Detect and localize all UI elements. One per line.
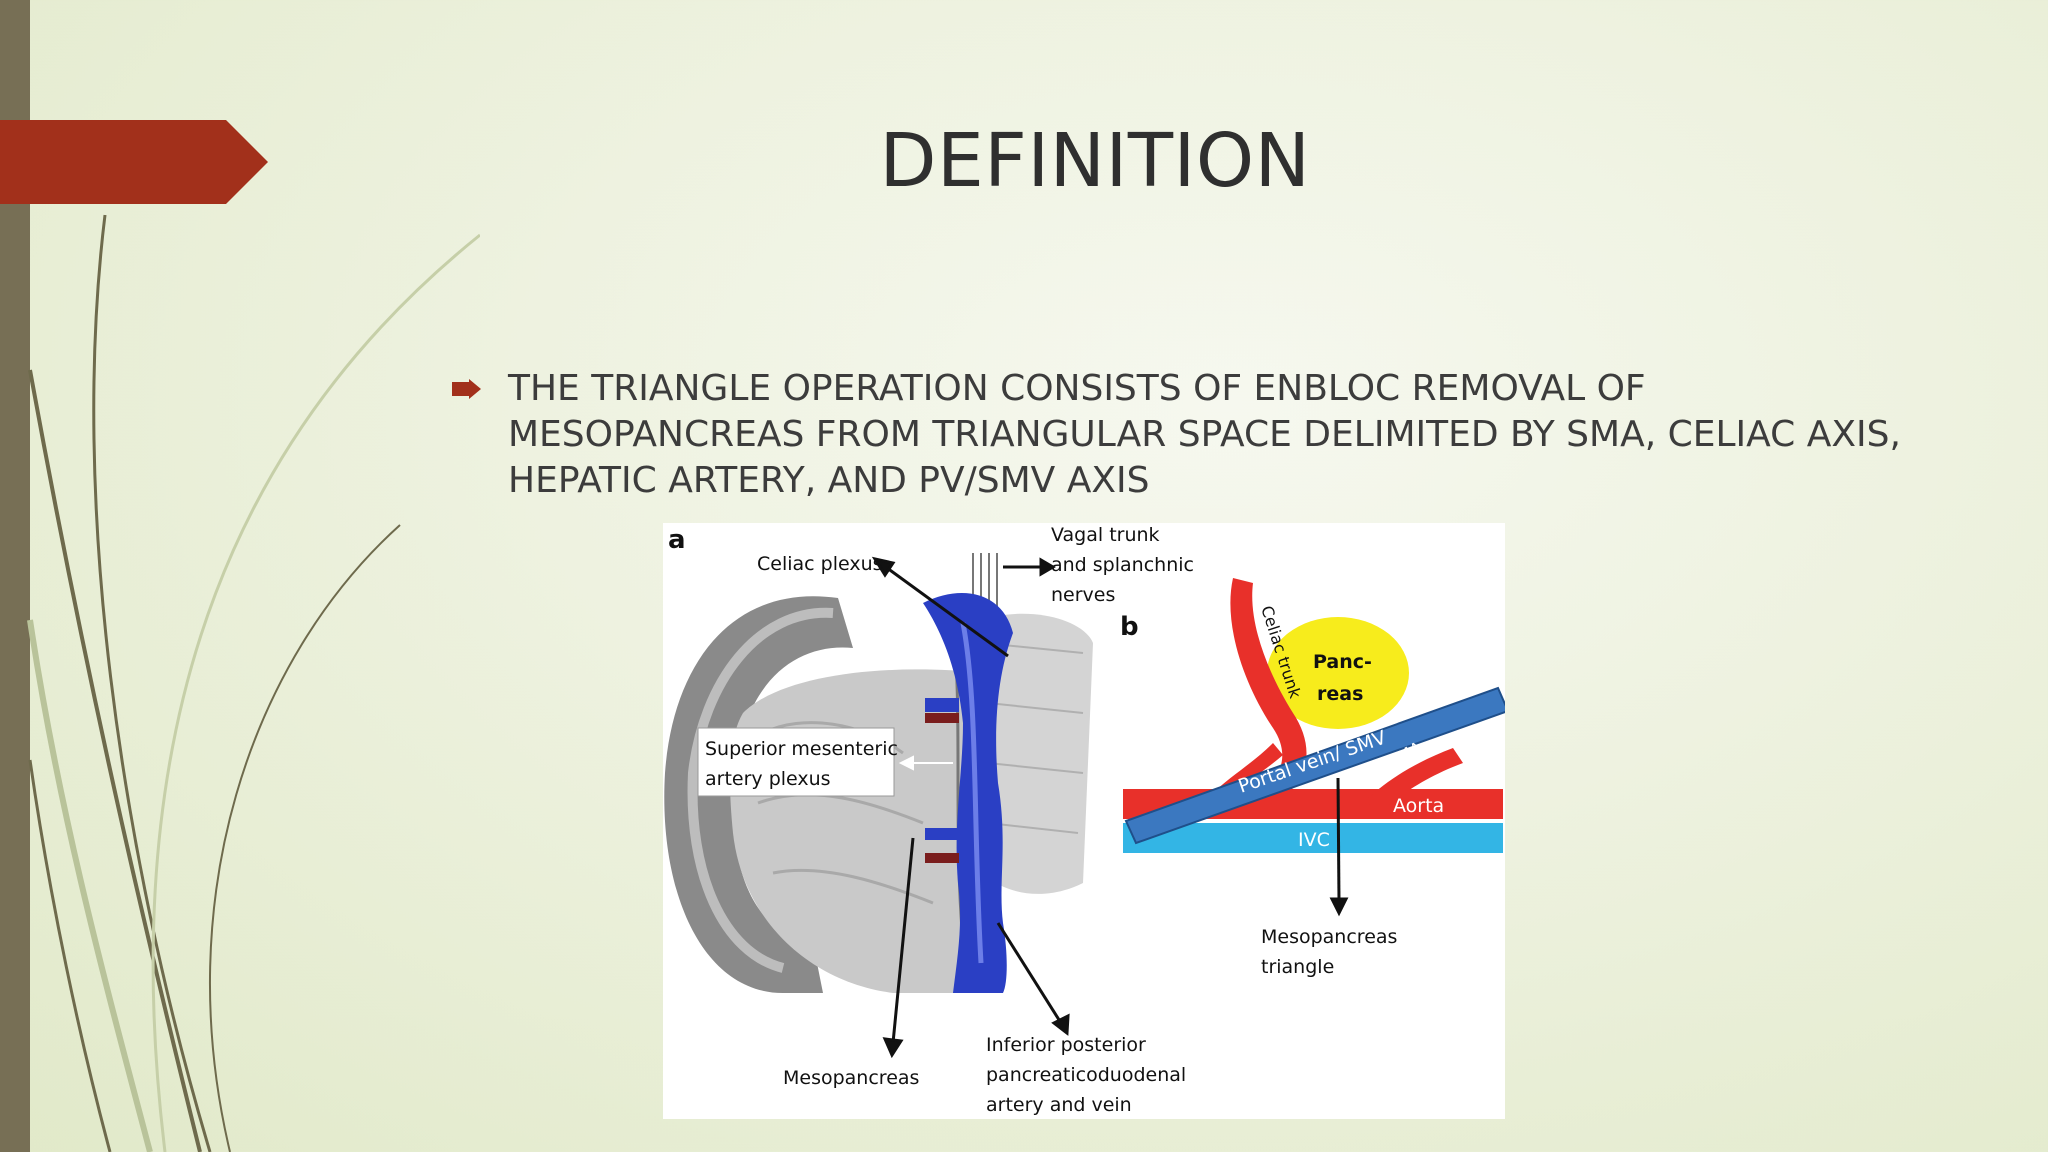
label-sma-plexus-1: Superior mesenteric: [705, 738, 898, 760]
decorative-curves: [27, 214, 480, 1152]
label-triangle-1: Mesopancreas: [1261, 926, 1397, 948]
label-ipd-1: Inferior posterior: [986, 1034, 1146, 1056]
panel-a-drawing: [664, 553, 1093, 1059]
sma-branch: [1363, 748, 1463, 808]
title-arrow-tag: [0, 120, 268, 204]
label-vagal-3: nerves: [1051, 584, 1115, 606]
anatomy-figure: a Celiac plexus Vagal trunk and splanchn…: [663, 523, 1505, 1119]
celiac-trunk: [1230, 578, 1307, 801]
label-ivc: IVC: [1298, 829, 1330, 851]
label-aorta: Aorta: [1393, 795, 1444, 817]
label-celiac-plexus: Celiac plexus: [757, 553, 883, 575]
label-vagal-2: and splanchnic: [1051, 554, 1194, 576]
bullet-text: THE TRIANGLE OPERATION CONSISTS OF ENBLO…: [508, 368, 1901, 501]
bullet-arrow-icon: [452, 379, 481, 399]
label-ipd-2: pancreaticoduodenal: [986, 1064, 1186, 1086]
label-ipd-3: artery and vein: [986, 1094, 1132, 1116]
portal-vein-bar: [1124, 686, 1505, 845]
slide-title: DEFINITION: [879, 118, 1311, 204]
label-triangle-2: triangle: [1261, 956, 1334, 978]
label-pancreas-1: Panc-: [1313, 651, 1372, 673]
ivc-bar: [1123, 823, 1503, 853]
label-pancreas-2: reas: [1317, 683, 1363, 705]
label-sma-plexus-2: artery plexus: [705, 768, 831, 790]
label-vagal-1: Vagal trunk: [1051, 524, 1160, 546]
panel-b-letter: b: [1120, 612, 1139, 642]
panel-b-schematic: [1123, 578, 1505, 917]
label-mesopancreas: Mesopancreas: [783, 1067, 919, 1089]
panel-a-letter: a: [668, 525, 686, 555]
pancreas-ellipse: [1267, 617, 1409, 729]
